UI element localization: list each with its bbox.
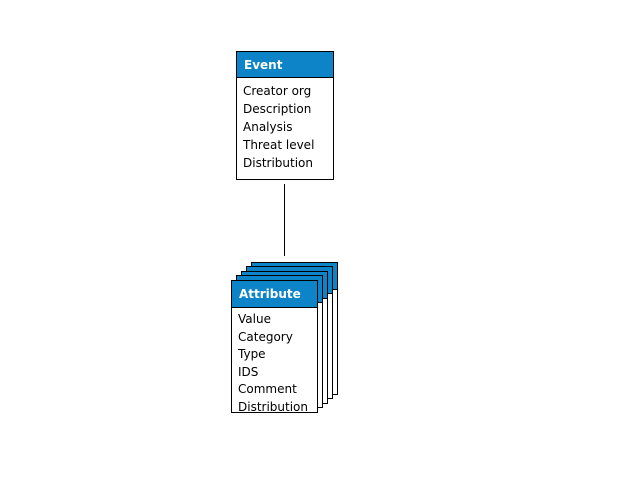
event-field-creator-org: Creator org [243,84,312,98]
attribute-field-category: Category [238,329,293,344]
event-entity-header: Event [237,52,333,78]
attribute-field-type: Type [238,347,266,362]
event-entity-box: Event Creator org Description Analysis T… [236,51,334,180]
attribute-field-comment: Comment [238,382,297,397]
attribute-field-ids: IDS [238,364,259,379]
attribute-entity-fields: Value Category Type IDS Comment Distribu… [232,308,317,417]
attribute-entity-box: Attribute Value Category Type IDS Commen… [231,280,318,414]
event-field-analysis: Analysis [243,120,293,134]
attribute-field-distribution: Distribution [238,399,309,414]
event-field-description: Description [243,102,312,116]
attribute-field-value: Value [238,312,271,326]
attribute-entity-header: Attribute [232,281,317,308]
event-entity-fields: Creator org Description Analysis Threat … [237,78,333,172]
event-field-distribution: Distribution [243,156,314,170]
event-attribute-connector-line [284,184,285,256]
event-field-threat-level: Threat level [243,138,315,152]
